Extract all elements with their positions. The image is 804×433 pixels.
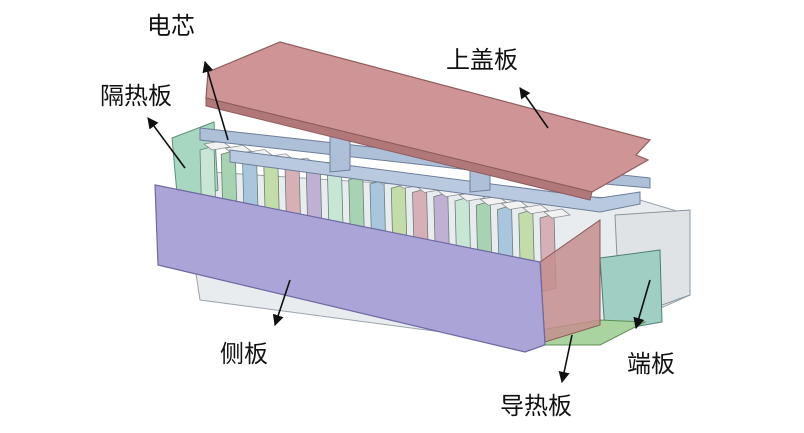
top-cover-edge [205,97,593,201]
cell-top [543,208,571,219]
arrow-end-plate [633,279,651,330]
arrow-top-cover [519,87,549,129]
side-plate-shape [154,184,546,353]
arrow-cell [202,60,229,141]
label-cell: 电芯 [147,12,195,40]
cell-top [521,204,550,215]
arrow-insulation-plate [147,117,186,169]
cell-top [500,200,529,210]
label-thermal-plate: 导热板 [500,392,572,420]
label-end-plate: 端板 [627,350,675,378]
label-insulation-plate: 隔热板 [100,82,172,110]
label-side-plate: 侧板 [220,340,268,368]
label-top-cover: 上盖板 [446,46,518,74]
arrow-thermal-plate [558,334,573,384]
end-plate-shape [599,249,663,333]
arrow-side-plate [272,279,291,327]
